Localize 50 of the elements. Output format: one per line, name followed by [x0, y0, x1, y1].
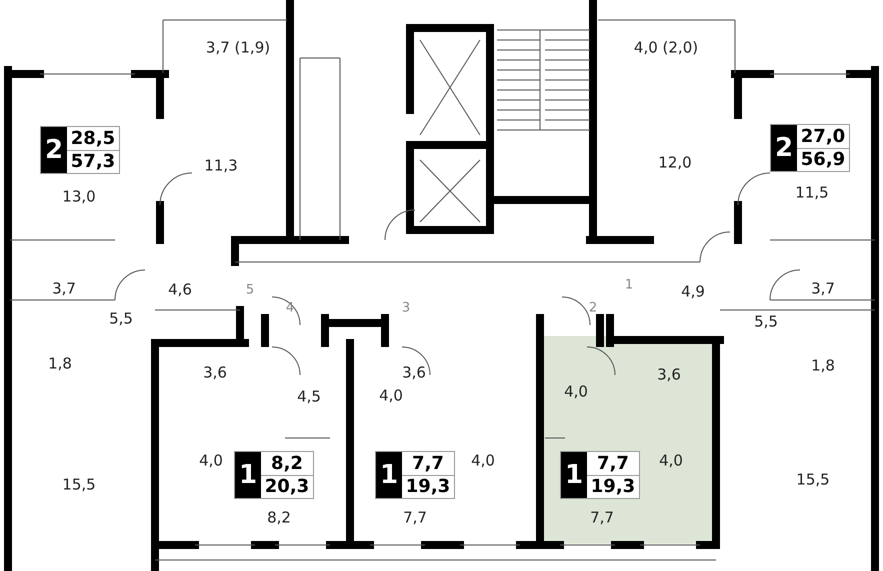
apartment-badge — [770, 124, 850, 172]
room-area: 4,0 (2,0) — [634, 40, 698, 56]
door-number: 2 — [588, 302, 598, 314]
area-value: 28,5 — [70, 127, 116, 150]
room-area: 4,0 — [659, 454, 683, 468]
area-value: 57,3 — [67, 150, 119, 173]
room-count: 2 — [41, 127, 67, 173]
room-area: 11,5 — [795, 186, 829, 200]
area-value: 7,7 — [411, 452, 445, 474]
room-area: 4,5 — [297, 390, 321, 404]
area-value: 19,3 — [587, 474, 639, 498]
room-area: 15,5 — [62, 478, 96, 492]
room-area: 4,6 — [168, 282, 192, 298]
room-area: 3,7 — [811, 282, 835, 296]
room-area: 3,6 — [657, 368, 681, 382]
apartment-badge — [40, 126, 120, 174]
room-area: 5,5 — [109, 312, 133, 326]
room-area: 4,0 — [379, 388, 403, 404]
room-count: 1 — [561, 452, 587, 498]
room-area: 8,2 — [267, 510, 291, 526]
area-value: 8,2 — [270, 452, 304, 474]
area-value: 20,3 — [261, 474, 313, 498]
room-area: 5,5 — [754, 314, 778, 330]
apartment-badge — [234, 451, 314, 499]
room-area: 1,8 — [811, 358, 835, 374]
room-count: 2 — [771, 125, 797, 171]
room-area: 3,7 (1,9) — [206, 40, 270, 56]
room-area: 4,0 — [564, 384, 588, 400]
room-area: 3,6 — [402, 366, 426, 380]
area-value: 7,7 — [596, 452, 630, 474]
apartment-badge — [560, 451, 640, 499]
door-number: 4 — [286, 302, 294, 314]
room-area: 15,5 — [796, 472, 830, 488]
room-area: 11,3 — [204, 158, 238, 174]
door-number: 1 — [624, 278, 634, 292]
area-value: 19,3 — [402, 474, 454, 498]
room-area: 4,0 — [471, 454, 495, 468]
door-number: 3 — [402, 302, 410, 314]
area-value: 27,0 — [800, 125, 846, 148]
room-area: 13,0 — [62, 190, 96, 204]
area-value: 56,9 — [797, 148, 849, 171]
room-area: 4,9 — [681, 284, 705, 300]
room-count: 1 — [376, 452, 402, 498]
room-count: 1 — [235, 452, 261, 498]
room-area: 3,7 — [52, 282, 76, 296]
apartment-badge — [375, 451, 455, 499]
door-number: 5 — [246, 284, 254, 296]
room-area: 1,8 — [48, 356, 72, 372]
room-area: 3,6 — [203, 366, 227, 380]
room-area: 12,0 — [658, 156, 692, 170]
